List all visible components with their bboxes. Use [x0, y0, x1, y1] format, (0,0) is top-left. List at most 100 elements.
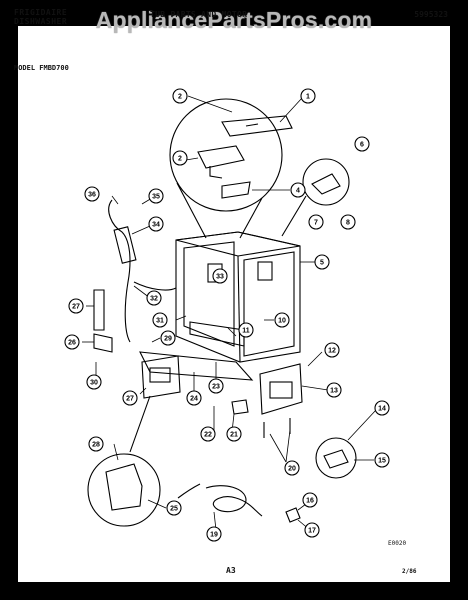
callout-number: 30	[90, 380, 98, 387]
callout-8: 8	[340, 214, 356, 230]
switch-body	[197, 145, 245, 169]
callout-bubble	[314, 254, 330, 270]
callout-number: 27	[72, 304, 80, 311]
panel-left	[141, 355, 181, 399]
callout-bubble	[122, 390, 138, 406]
callout-number: 36	[88, 192, 96, 199]
callout-number: 10	[278, 318, 286, 325]
callout-bubble	[160, 330, 176, 346]
callout-number: 26	[68, 340, 76, 347]
callout-23: 23	[208, 378, 224, 394]
callout-number: 19	[210, 532, 218, 539]
callout-bubble	[212, 268, 228, 284]
coiled-cord	[205, 485, 263, 517]
callout-number: 20	[288, 466, 296, 473]
callout-number: 14	[378, 406, 386, 413]
callout-number: 31	[156, 318, 164, 325]
callout-bubble	[84, 186, 100, 202]
header-brand-line2: DISHWASHER	[14, 17, 68, 26]
callout-number: 1	[306, 94, 310, 101]
callout-20: 20	[284, 460, 300, 476]
callout-number: 6	[360, 142, 364, 149]
callout-number: 29	[164, 336, 172, 343]
callout-2: 2	[172, 88, 188, 104]
callout-bubble	[206, 526, 222, 542]
callout-6: 6	[354, 136, 370, 152]
zoom-circle-right	[302, 158, 350, 206]
callout-bubble	[302, 492, 318, 508]
header-brand: FRIGIDAIRE DISHWASHER	[14, 8, 67, 26]
callout-number: 7	[314, 220, 318, 227]
callout-31: 31	[152, 312, 168, 328]
callout-number: 33	[216, 274, 224, 281]
header-part-number: 5995323	[414, 10, 448, 19]
callout-bubble	[208, 378, 224, 394]
tub-body	[175, 231, 301, 363]
callout-bubble	[304, 522, 320, 538]
callout-35: 35	[148, 188, 164, 204]
callout-bubble	[148, 216, 164, 232]
callout-33: 33	[212, 268, 228, 284]
callout-bubble	[148, 188, 164, 204]
callout-number: 23	[212, 384, 220, 391]
latch-part	[221, 181, 251, 199]
callout-bubble	[68, 298, 84, 314]
callout-16: 16	[302, 492, 318, 508]
callout-28: 28	[88, 436, 104, 452]
callout-27: 27	[122, 390, 138, 406]
callout-22: 22	[200, 426, 216, 442]
callout-21: 21	[226, 426, 242, 442]
leader-line	[176, 182, 207, 239]
panel-right	[259, 363, 303, 415]
callout-bubble	[284, 460, 300, 476]
callout-number: 8	[346, 220, 350, 227]
callout-14: 14	[374, 400, 390, 416]
footer-date: 2/86	[402, 568, 417, 575]
callout-30: 30	[86, 374, 102, 390]
base-rail	[139, 351, 254, 381]
callout-15: 15	[374, 452, 390, 468]
callout-bubble	[340, 214, 356, 230]
callout-bubble	[290, 182, 306, 198]
callout-bubble	[64, 334, 80, 350]
header-brand-line1: FRIGIDAIRE	[14, 8, 68, 17]
callout-bubble	[146, 290, 162, 306]
leader-line	[239, 197, 263, 239]
callout-number: 27	[126, 396, 134, 403]
callout-number: 4	[296, 188, 300, 195]
callout-bubble	[374, 452, 390, 468]
callout-bubble	[186, 390, 202, 406]
callout-number: 13	[330, 388, 338, 395]
callout-number: 22	[204, 432, 212, 439]
zoom-circle-top	[169, 98, 283, 212]
callout-36: 36	[84, 186, 100, 202]
callout-7: 7	[308, 214, 324, 230]
callout-27: 27	[68, 298, 84, 314]
callout-29: 29	[160, 330, 176, 346]
callout-number: 11	[242, 328, 250, 335]
model-label: MODEL FMBD700	[14, 64, 69, 72]
callout-bubble	[326, 382, 342, 398]
callout-bubble	[324, 342, 340, 358]
callout-number: 5	[320, 260, 324, 267]
callout-bubble	[152, 312, 168, 328]
header-section-title: TUB PARTS AND MOTOR	[150, 10, 248, 19]
callout-1: 1	[300, 88, 316, 104]
callout-5: 5	[314, 254, 330, 270]
hose	[108, 199, 131, 343]
callout-number: 2	[178, 156, 182, 163]
footer-page: A3	[226, 566, 236, 575]
footer-code: E0020	[388, 540, 407, 547]
callout-number: 34	[152, 222, 160, 229]
callout-number: 25	[170, 506, 178, 513]
callout-4: 4	[290, 182, 306, 198]
bracket-27	[93, 289, 105, 331]
callout-17: 17	[304, 522, 320, 538]
callout-number: 15	[378, 458, 386, 465]
zoom-circle-lower	[87, 453, 161, 527]
callout-24: 24	[186, 390, 202, 406]
callout-number: 32	[150, 296, 158, 303]
callout-bubble	[300, 88, 316, 104]
watermark: AppliancePartsPros.com	[95, 7, 373, 33]
